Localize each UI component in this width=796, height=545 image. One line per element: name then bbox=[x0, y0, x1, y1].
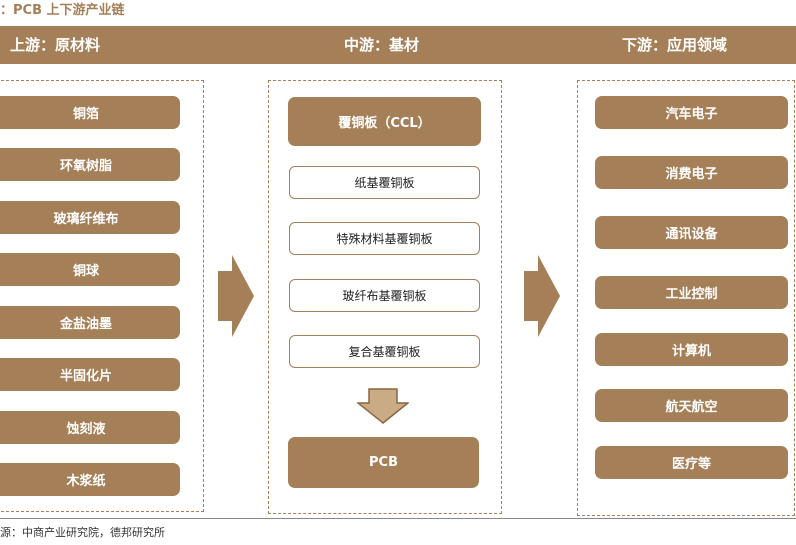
upstream-item: 半固化片 bbox=[0, 358, 180, 391]
header-midstream: 中游：基材 bbox=[344, 36, 420, 54]
downstream-item: 消费电子 bbox=[595, 156, 788, 189]
footer-divider bbox=[0, 518, 796, 519]
upstream-item: 玻璃纤维布 bbox=[0, 201, 180, 234]
upstream-item: 铜箔 bbox=[0, 96, 180, 129]
downstream-item: 计算机 bbox=[595, 333, 788, 366]
upstream-item: 蚀刻液 bbox=[0, 411, 180, 444]
midstream-panel bbox=[268, 80, 502, 514]
upstream-panel bbox=[0, 80, 204, 512]
downstream-item: 通讯设备 bbox=[595, 216, 788, 249]
midstream-sub-item: 玻纤布基覆铜板 bbox=[289, 279, 480, 312]
flow-arrow-right-icon bbox=[524, 255, 560, 337]
header-bar: 上游：原材料 中游：基材 下游：应用领域 bbox=[0, 26, 796, 64]
upstream-item: 铜球 bbox=[0, 253, 180, 286]
pcb-box: PCB bbox=[288, 437, 479, 488]
downstream-item: 汽车电子 bbox=[595, 96, 788, 129]
upstream-item: 金盐油墨 bbox=[0, 306, 180, 339]
header-downstream: 下游：应用领域 bbox=[622, 36, 728, 54]
header-upstream: 上游：原材料 bbox=[10, 36, 101, 54]
midstream-sub-item: 纸基覆铜板 bbox=[289, 166, 480, 199]
upstream-item: 环氧树脂 bbox=[0, 148, 180, 181]
upstream-item: 木浆纸 bbox=[0, 463, 180, 496]
source-note: 源：中商产业研究院，德邦研究所 bbox=[0, 526, 165, 539]
flow-arrow-down-icon bbox=[357, 388, 409, 424]
figure-title: ：PCB 上下游产业链 bbox=[0, 3, 125, 18]
downstream-item: 医疗等 bbox=[595, 446, 788, 479]
midstream-sub-item: 特殊材料基覆铜板 bbox=[289, 222, 480, 255]
ccl-main-box: 覆铜板（CCL） bbox=[288, 97, 481, 146]
midstream-sub-item: 复合基覆铜板 bbox=[289, 335, 480, 368]
flow-arrow-right-icon bbox=[218, 255, 254, 337]
downstream-item: 工业控制 bbox=[595, 276, 788, 309]
downstream-panel bbox=[577, 80, 795, 516]
downstream-item: 航天航空 bbox=[595, 389, 788, 422]
